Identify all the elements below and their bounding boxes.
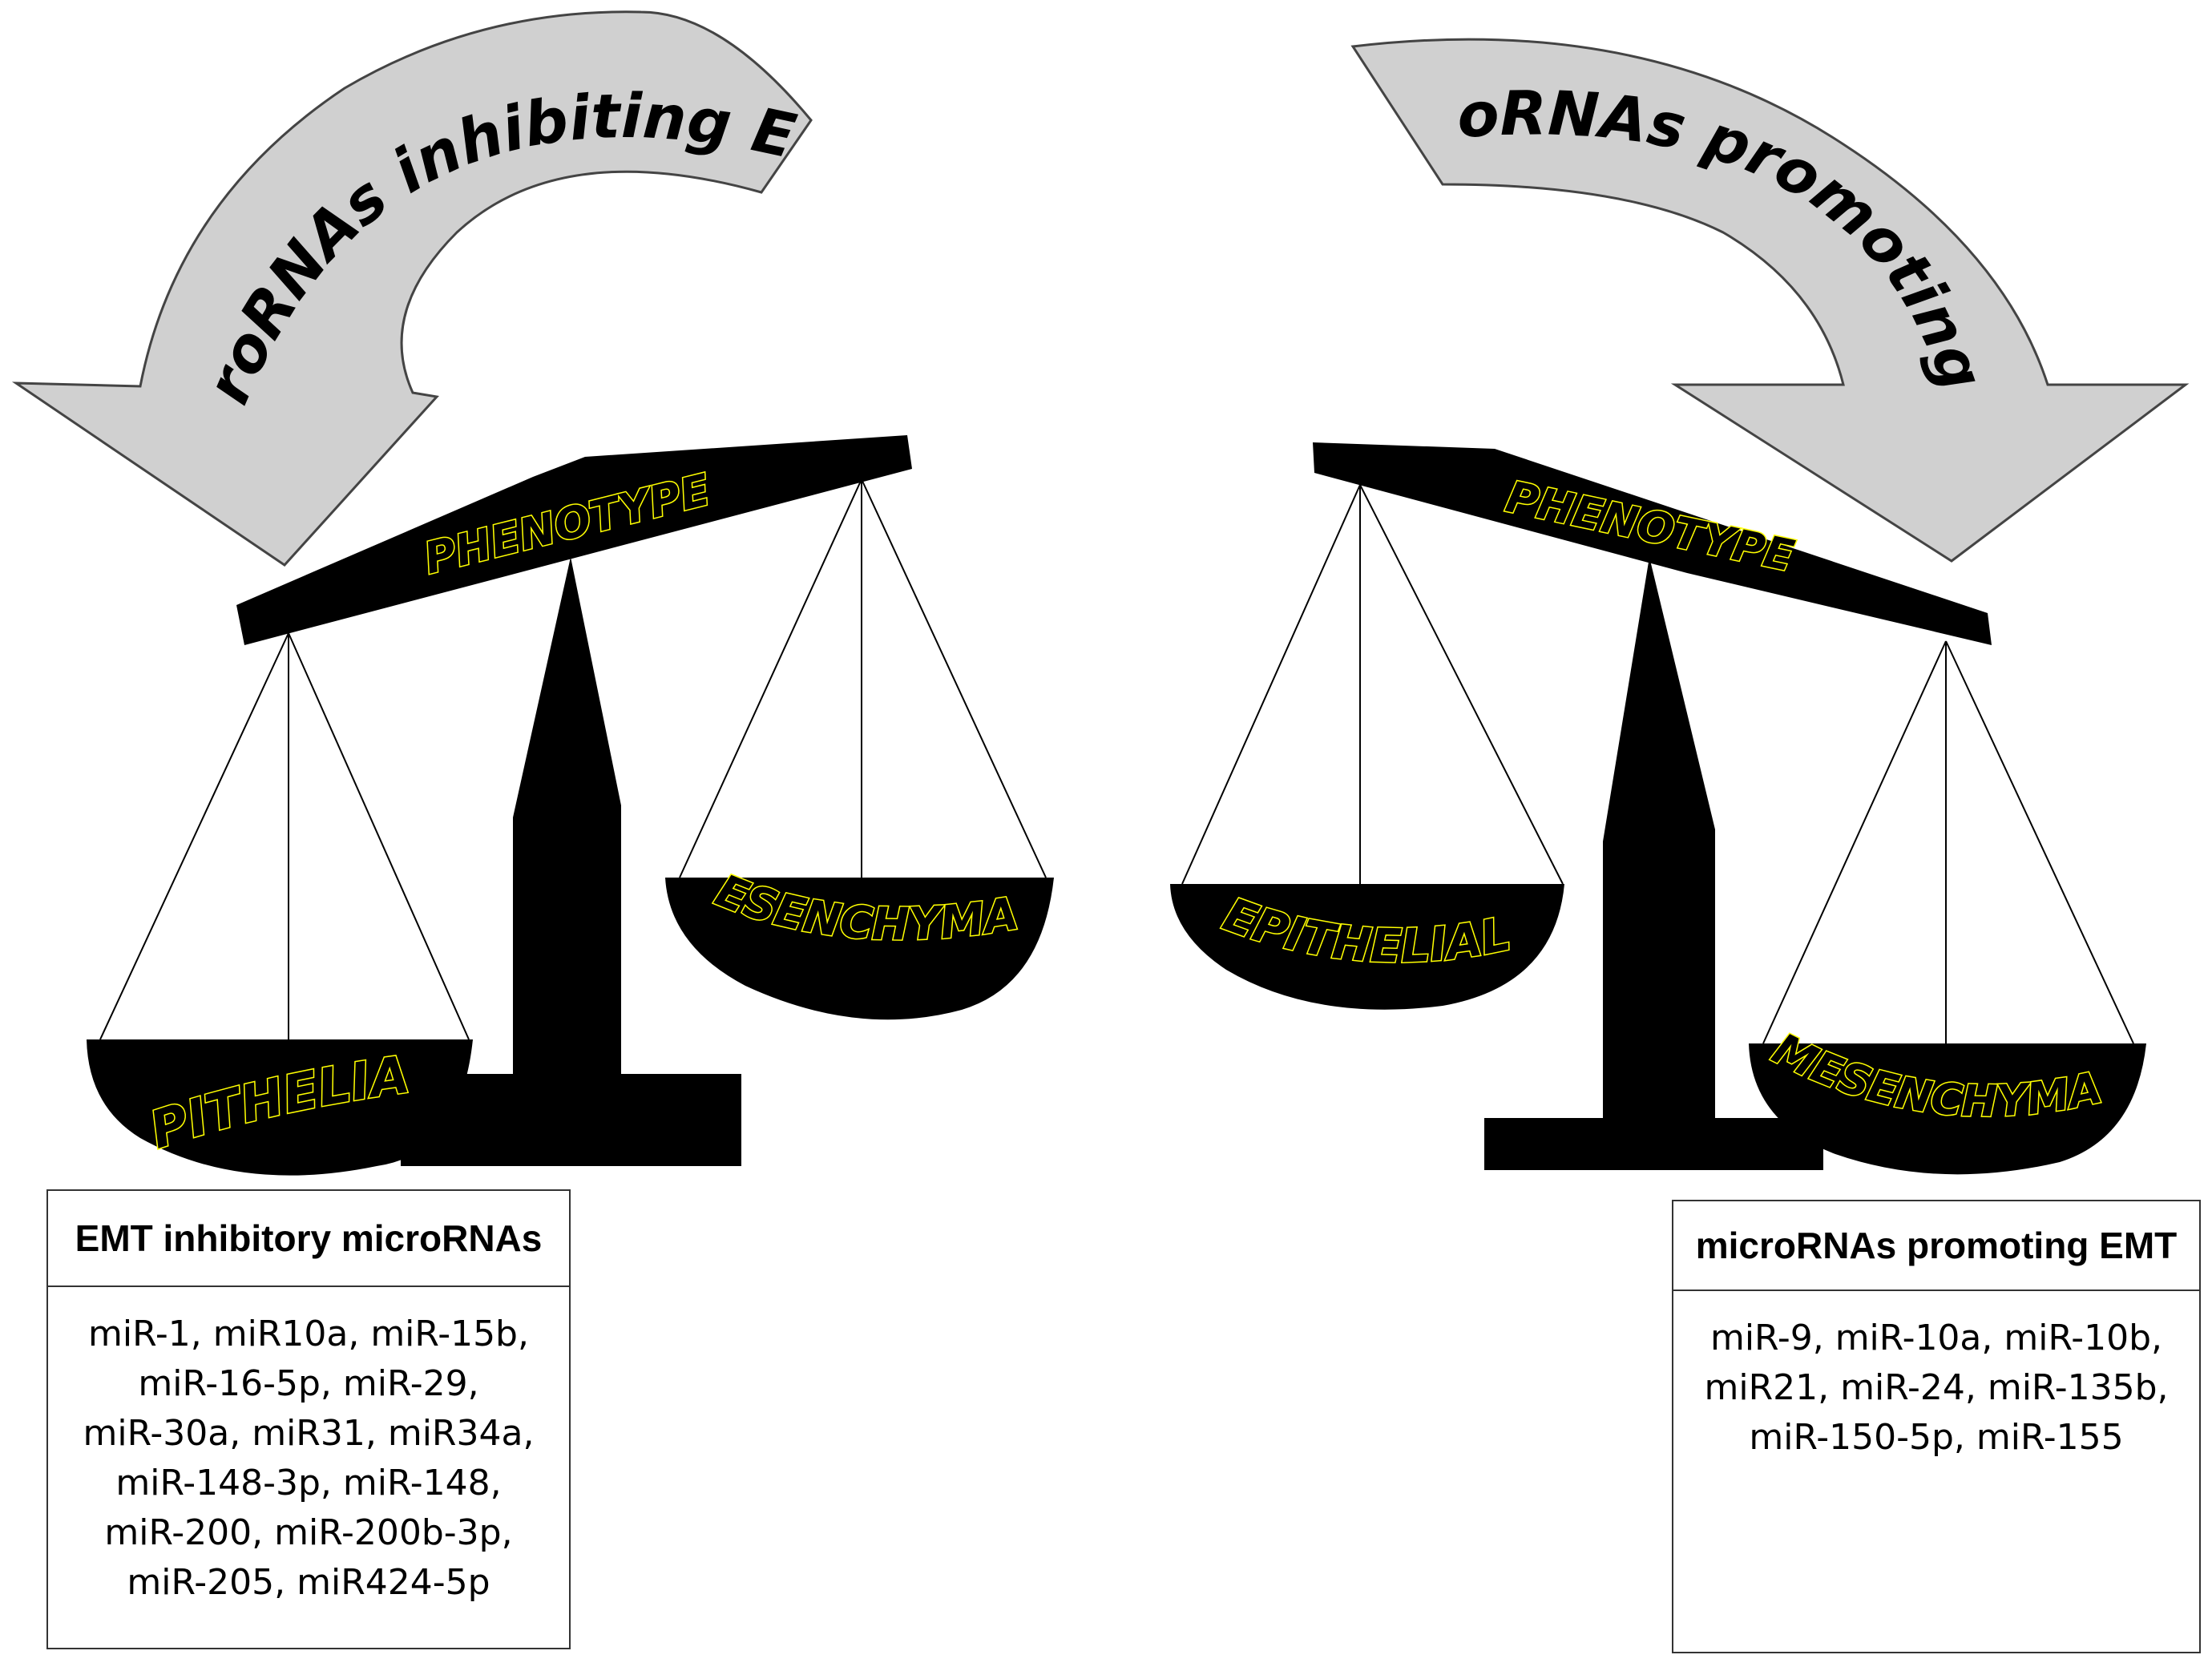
emt-inhibitory-mirna-panel: EMT inhibitory microRNAs miR-1, miR10a, … [46,1189,571,1649]
right-low-pan [1749,1043,2146,1175]
left-curved-arrow [11,10,813,567]
emt-inhibitory-mirna-list: miR-1, miR10a, miR-15b, miR-16-5p, miR-2… [83,1314,535,1603]
right-high-pan-strings [1181,484,1564,885]
left-low-pan-strings [99,632,470,1040]
left-scale-beam [236,435,912,645]
left-high-pan-strings [679,478,1047,878]
emt-promoting-panel-title: microRNAs promoting EMT [1673,1201,2199,1291]
right-scale-beam [1313,442,1992,645]
left-high-pan [665,878,1054,1020]
right-high-pan [1170,884,1564,1010]
right-curved-arrow [1350,38,2190,563]
emt-inhibitory-panel-title: EMT inhibitory microRNAs [48,1191,569,1287]
emt-promoting-mirna-panel: microRNAs promoting EMT miR-9, miR-10a, … [1672,1200,2201,1653]
left-scale-post [401,557,741,1166]
emt-promoting-mirna-list: miR-9, miR-10a, miR-10b, miR21, miR-24, … [1704,1318,2169,1458]
right-low-pan-strings [1762,640,2134,1044]
left-low-pan [87,1039,473,1176]
left-balance-scale: microRNAs inhibiting EMT PHENOTYPE EPITH… [0,0,1054,1176]
right-scale-post [1484,557,1823,1170]
